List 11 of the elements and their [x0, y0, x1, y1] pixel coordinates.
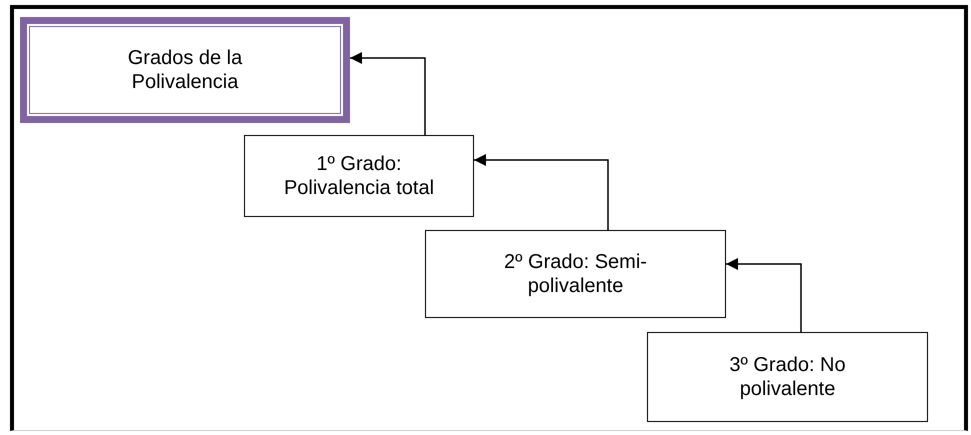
process-box — [244, 135, 474, 217]
arrow — [726, 258, 802, 332]
box-label: Grados de la Polivalencia — [126, 46, 244, 94]
box-label: 1º Grado: Polivalencia total — [282, 152, 436, 200]
title-box — [20, 17, 350, 123]
arrow — [350, 52, 426, 135]
process-box — [647, 332, 928, 422]
box-label: 2º Grado: Semi-polivalente — [503, 250, 648, 298]
arrow — [474, 154, 609, 230]
box-label: 3º Grado: No polivalente — [728, 353, 847, 401]
process-box — [425, 230, 726, 318]
